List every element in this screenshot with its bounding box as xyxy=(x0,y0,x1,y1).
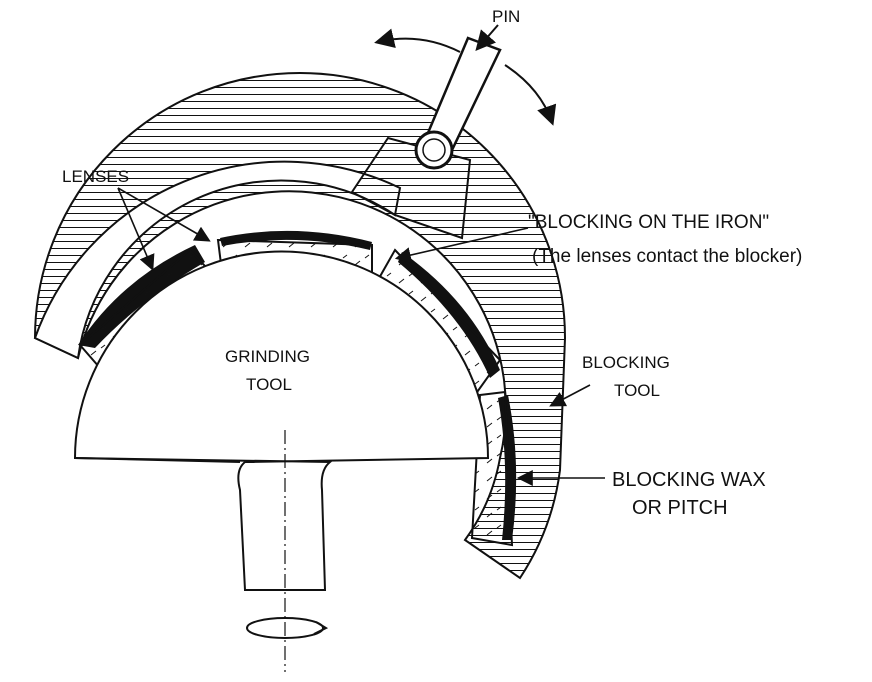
grinding-tool xyxy=(73,250,490,591)
label-grinding-tool-2: TOOL xyxy=(246,375,292,394)
label-wax-1: BLOCKING WAX xyxy=(612,469,766,491)
spin-arrow xyxy=(246,617,329,639)
leader-lenses-b xyxy=(117,187,155,271)
leader-lenses-a xyxy=(117,187,211,242)
leader-blocking-iron xyxy=(394,227,529,263)
label-blocking-iron-note: (The lenses contact the blocker) xyxy=(532,246,802,267)
label-pin: PIN xyxy=(492,7,520,26)
pin xyxy=(414,36,502,170)
label-grinding-tool-1: GRINDING xyxy=(225,347,310,366)
label-blocking-tool-2: TOOL xyxy=(614,381,660,400)
pin-pointer xyxy=(475,24,499,52)
rotation-arrow-left xyxy=(374,28,461,53)
label-blocking-iron-title: "BLOCKING ON THE IRON" xyxy=(528,212,769,233)
label-blocking-tool-1: BLOCKING xyxy=(582,353,670,372)
rotation-arrow-right xyxy=(504,64,557,126)
wax-layer-top xyxy=(220,230,372,250)
label-wax-2: OR PITCH xyxy=(632,497,728,519)
label-lenses: LENSES xyxy=(62,167,129,186)
leader-blocking-tool xyxy=(549,384,591,407)
